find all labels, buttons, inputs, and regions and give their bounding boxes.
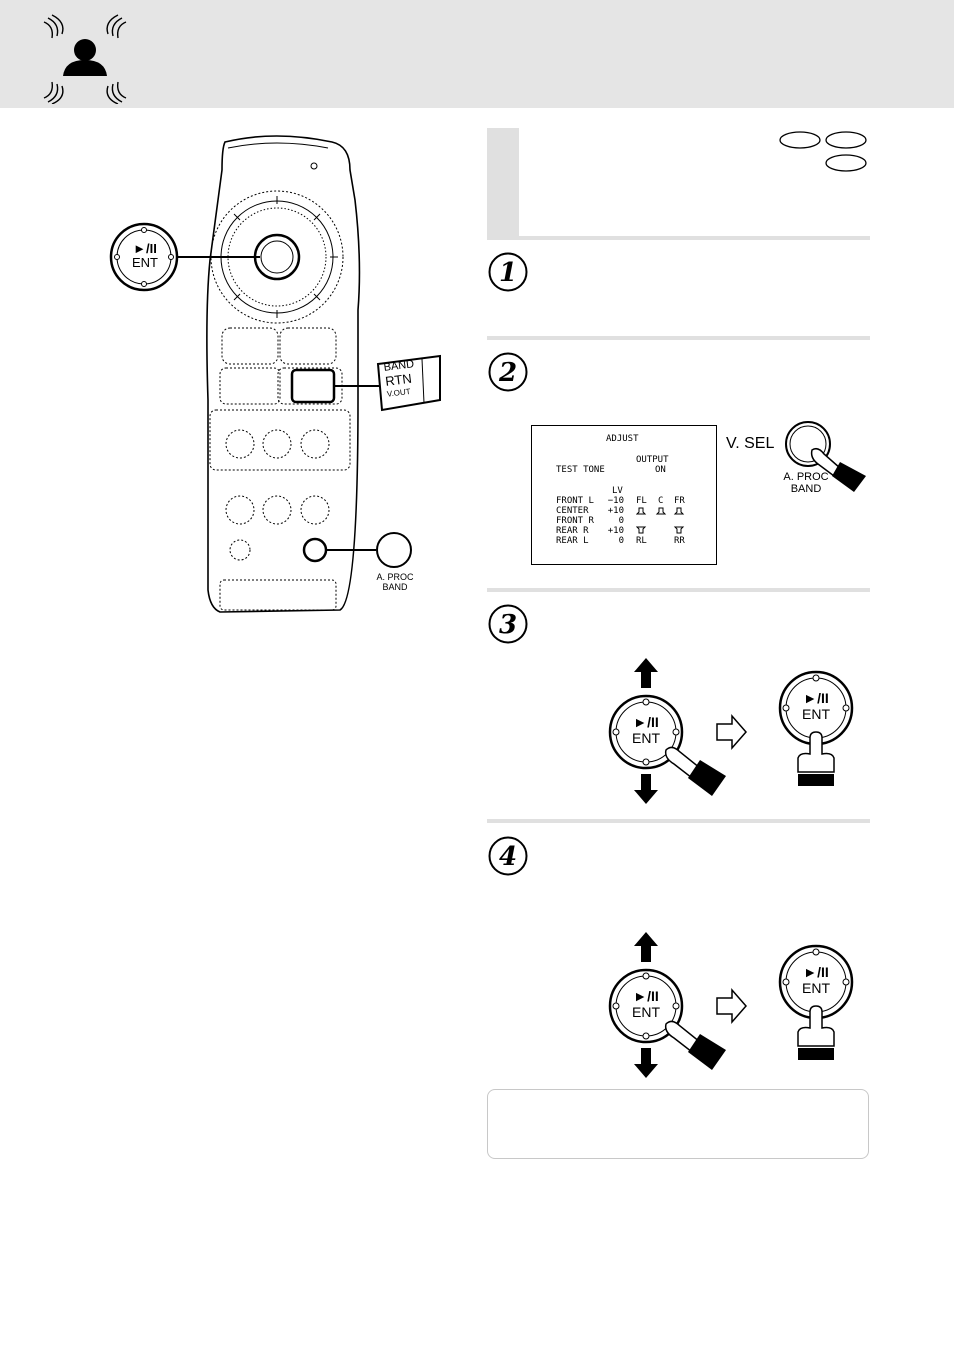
ent-label: ENT: [802, 706, 830, 722]
aproc-band-button[interactable]: [782, 420, 872, 496]
aproc-button-label: A. PROC: [783, 471, 829, 483]
osd-test-tone: TEST TONE: [556, 465, 605, 475]
osd-speaker-label: RL: [636, 536, 647, 546]
osd-output-value: ON: [655, 465, 666, 475]
osd-row-value: 0: [618, 516, 624, 526]
osd-row-value: 0: [618, 536, 624, 546]
play-pause-glyph: ►/II: [133, 241, 157, 256]
aproc-callout-label: A. PROC: [376, 572, 414, 582]
step-3-number: 3: [488, 604, 528, 644]
osd-row-name: FRONT R: [556, 516, 594, 526]
step-1-number: 1: [488, 252, 528, 292]
disc-type-badges: [779, 131, 867, 172]
speaker-icons: [636, 507, 685, 534]
osd-row-name: CENTER: [556, 506, 589, 516]
osd-lv-header: LV: [612, 486, 623, 496]
section-title-bar: [487, 128, 519, 236]
play-pause-glyph: ►/II: [803, 690, 829, 706]
ent-label: ENT: [632, 1004, 660, 1020]
osd-row-value: +10: [607, 506, 624, 516]
listener-sound-icon: [43, 14, 127, 104]
section-title-rule: [487, 236, 870, 240]
svg-text:4: 4: [499, 842, 517, 872]
osd-title: ADJUST: [606, 434, 639, 444]
play-pause-glyph: ►/II: [633, 714, 659, 730]
svg-text:2: 2: [498, 358, 517, 388]
band-button-label: BAND: [790, 483, 822, 495]
osd-row-name: FRONT L: [556, 496, 594, 506]
osd-row-value: −10: [607, 496, 624, 506]
osd-row-name: REAR L: [556, 536, 589, 546]
step-2-number: 2: [488, 352, 528, 392]
osd-speaker-label: FL: [636, 496, 647, 506]
play-pause-glyph: ►/II: [803, 964, 829, 980]
ent-label: ENT: [802, 980, 830, 996]
osd-row-name: REAR R: [556, 526, 589, 536]
osd-speaker-label: C: [658, 496, 664, 506]
osd-output-label: OUTPUT: [636, 455, 669, 465]
step4-joystick-illustration: [608, 932, 854, 1078]
note-box: [487, 1089, 869, 1159]
remote-control-illustration: [109, 135, 441, 613]
osd-row-value: +10: [607, 526, 624, 536]
ent-label: ENT: [132, 255, 158, 270]
svg-text:1: 1: [499, 258, 517, 288]
vsel-label: V. SEL: [726, 435, 775, 452]
adjust-osd-screen: ADJUST OUTPUT TEST TONE ON LV FRONT L −1…: [531, 425, 717, 565]
play-pause-glyph: ►/II: [633, 988, 659, 1004]
osd-speaker-label: RR: [674, 536, 685, 546]
step-4-number: 4: [488, 836, 528, 876]
svg-text:3: 3: [499, 610, 517, 640]
step-divider-3: [487, 588, 870, 592]
osd-speaker-label: FR: [674, 496, 685, 506]
header-band: [0, 0, 954, 108]
step3-joystick-illustration: [608, 658, 854, 804]
step-divider-2: [487, 336, 870, 340]
ent-label: ENT: [632, 730, 660, 746]
step-divider-4: [487, 819, 870, 823]
band-callout-sub: BAND: [382, 582, 408, 592]
